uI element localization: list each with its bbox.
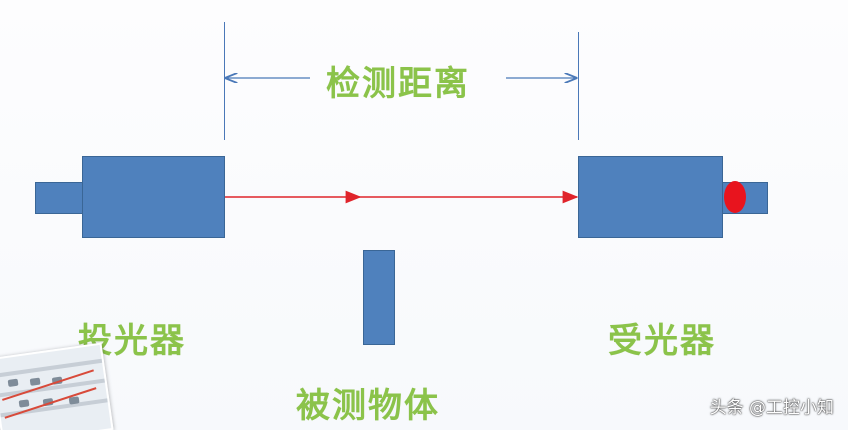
detected-object — [363, 250, 395, 345]
left-dimension-line — [224, 22, 225, 140]
detection-distance-label: 检测距离 — [326, 64, 470, 104]
watermark-text: 头条 @工控小知 — [709, 398, 834, 418]
emitter-connector — [35, 182, 83, 214]
receiver-body — [578, 156, 723, 238]
detected-object-label: 被测物体 — [296, 386, 440, 426]
corner-photo-thumbnail — [0, 342, 114, 430]
receiver-label: 受光器 — [608, 321, 716, 361]
right-dimension-line — [578, 32, 579, 140]
receiver-indicator-light — [724, 181, 746, 213]
emitter-body — [82, 156, 225, 238]
